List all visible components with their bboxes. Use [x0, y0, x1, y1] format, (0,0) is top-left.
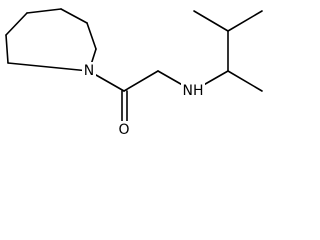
- ring-nitrogen-label: N: [84, 63, 94, 79]
- ring-bond-c5-c6: [5, 34, 9, 64]
- molecule-drawing: N O NH: [5, 8, 263, 138]
- carbonyl-oxygen-label: O: [118, 122, 129, 138]
- ring-bond-c6-n: [7, 62, 90, 72]
- ring-bond-c4-c5: [5, 12, 28, 36]
- side-chain: [88, 10, 263, 123]
- atom-carbonyl-oxygen: O: [117, 121, 131, 138]
- atom-ring-nitrogen: N: [82, 62, 96, 80]
- bond-ch-methyl-left: [193, 10, 229, 32]
- bond-carbonyl-ch2: [123, 70, 159, 92]
- atom-amine-nitrogen: NH: [181, 82, 205, 100]
- ring-bond-c1-c2: [86, 22, 97, 50]
- amine-nitrogen-label: NH: [183, 83, 204, 99]
- azepane-ring: [5, 8, 97, 72]
- ring-bond-c3-c4: [26, 8, 62, 14]
- bond-ch-methyl-right: [227, 10, 263, 32]
- molecule-structure: N O NH: [0, 0, 266, 139]
- bond-ch-methyl-down: [227, 70, 263, 92]
- ring-bond-c2-c3: [60, 8, 88, 24]
